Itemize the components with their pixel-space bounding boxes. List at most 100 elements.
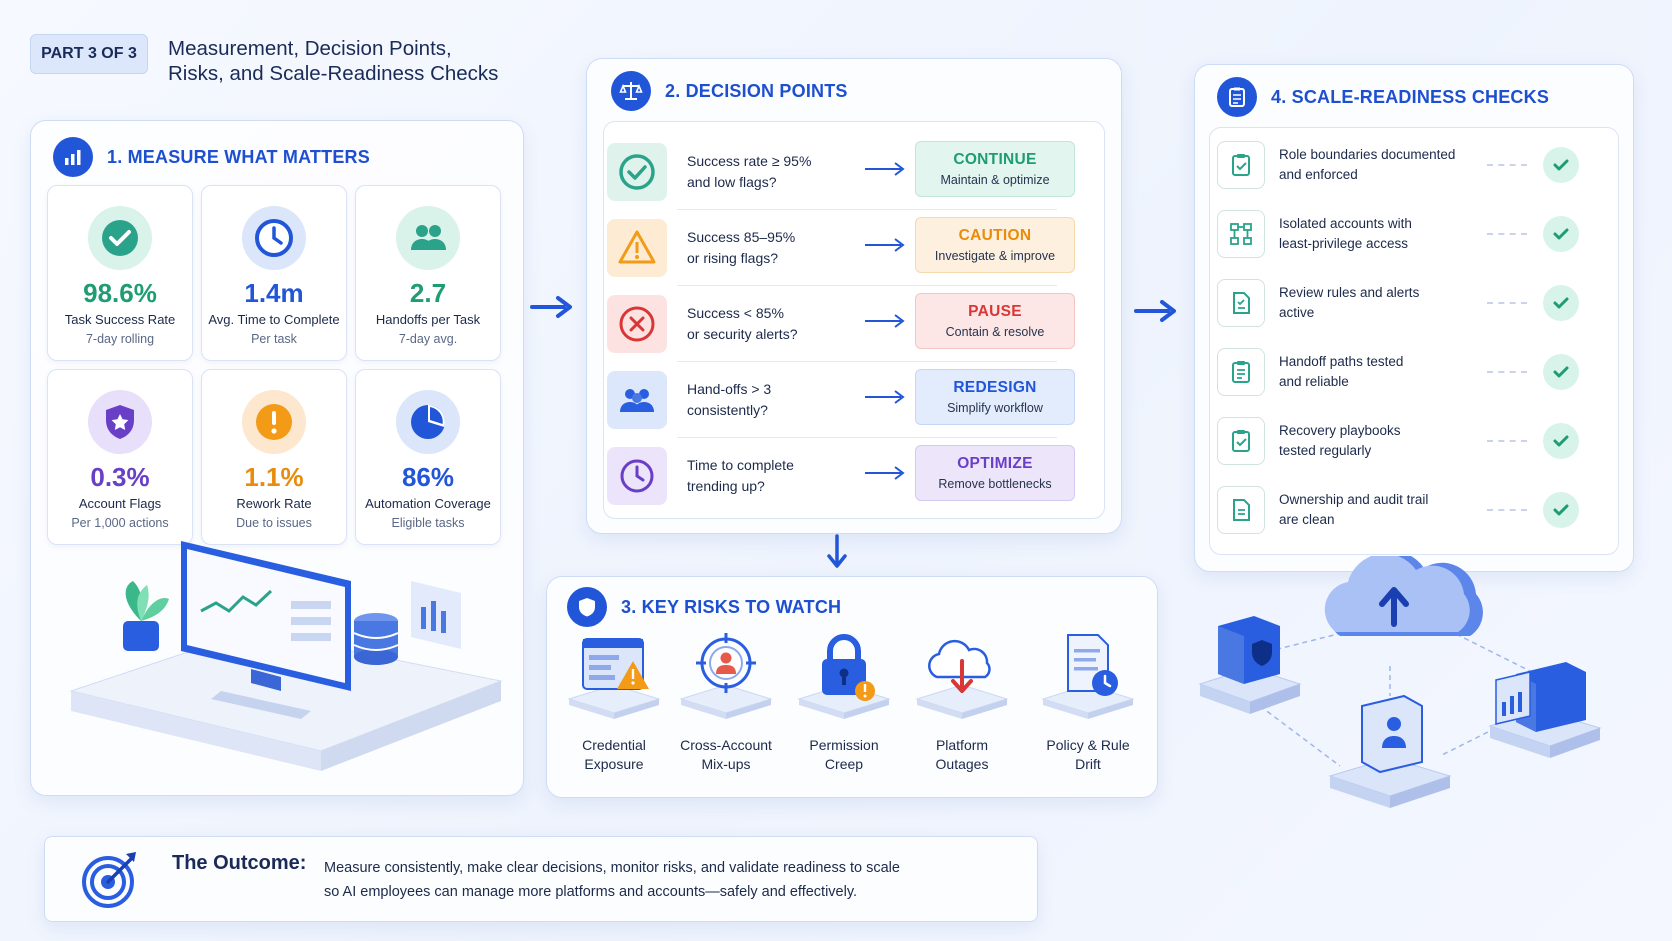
condition-line-2: and low flags? [687, 174, 777, 190]
users-icon [607, 371, 667, 429]
risks-title: 3. KEY RISKS TO WATCH [567, 587, 841, 627]
metric-label: Task Success Rate [64, 312, 176, 327]
check-item: Review rules and alerts active [1217, 273, 1609, 335]
check-text-line-1: Review rules and alerts [1279, 285, 1420, 300]
decision-row-continue: Success rate ≥ 95%and low flags? CONTINU… [605, 137, 1079, 209]
flow-arrow-down [827, 534, 847, 568]
arrow-right-icon [865, 314, 905, 328]
condition-line-2: consistently? [687, 402, 768, 418]
dashed-connector [1487, 302, 1527, 304]
checkmark-icon [1543, 492, 1579, 528]
condition-line-2: trending up? [687, 478, 765, 494]
arrow-right-icon [865, 466, 905, 480]
warning-icon [607, 219, 667, 277]
divider [677, 209, 1057, 210]
outcome-banner [44, 836, 1038, 922]
check-text-line-2: and reliable [1279, 374, 1349, 389]
metric-sub: Eligible tasks [391, 516, 465, 530]
shield-check-icon [88, 390, 152, 454]
metric-sub: 7-day rolling [85, 332, 155, 346]
decision-title-text: 2. DECISION POINTS [665, 80, 848, 101]
decision-outcome-redesign: REDESIGN Simplify workflow [915, 369, 1075, 425]
outcome-title: The Outcome: [172, 852, 307, 874]
checkmark-icon [1543, 216, 1579, 252]
outcome-desc: Simplify workflow [947, 401, 1043, 415]
measure-panel: 1. MEASURE WHAT MATTERS 98.6% Task Succe… [30, 120, 524, 796]
decision-row-pause: Success < 85%or security alerts? PAUSE C… [605, 289, 1079, 361]
clock-icon [607, 447, 667, 505]
check-text-line-2: active [1279, 305, 1315, 320]
document-clock-icon [1041, 634, 1135, 719]
document-icon [1217, 486, 1265, 534]
metric-card-handoffs: 2.7 Handoffs per Task 7-day avg. [355, 185, 501, 361]
checks-title: 4. SCALE-READINESS CHECKS [1217, 77, 1549, 117]
dashed-connector [1487, 440, 1527, 442]
flow-arrow-right [530, 296, 572, 318]
condition-line-1: Time to complete [687, 457, 794, 473]
checks-list [1209, 127, 1619, 555]
risks-title-text: 3. KEY RISKS TO WATCH [621, 596, 842, 617]
part-badge: PART 3 OF 3 [30, 34, 148, 74]
outcome-line-2: so AI employees can manage more platform… [324, 884, 858, 900]
cloud-down-icon [915, 639, 1009, 719]
bar-chart-icon [53, 137, 93, 177]
network-accounts-icon [1217, 210, 1265, 258]
metric-sub: Per 1,000 actions [71, 516, 169, 530]
outcome-desc: Maintain & optimize [940, 173, 1050, 187]
lock-warning-icon [797, 634, 891, 719]
monitor-illustration [69, 541, 503, 771]
outcome-text: Measure consistently, make clear decisio… [324, 856, 900, 904]
page-title-line-1: Measurement, Decision Points, [168, 37, 452, 60]
x-circle-icon [607, 295, 667, 353]
divider [677, 437, 1057, 438]
metric-card-avg-time: 1.4m Avg. Time to Complete Per task [201, 185, 347, 361]
check-text-line-2: and enforced [1279, 167, 1358, 182]
clipboard-icon [1217, 77, 1257, 117]
decision-outcome-continue: CONTINUE Maintain & optimize [915, 141, 1075, 197]
outcome-desc: Contain & resolve [945, 325, 1045, 339]
checks-title-text: 4. SCALE-READINESS CHECKS [1271, 86, 1550, 107]
condition-line-1: Success 85–95% [687, 229, 796, 245]
condition-line-2: or rising flags? [687, 250, 779, 266]
decision-condition: Time to complete trending up? [687, 455, 857, 497]
decision-row-caution: Success 85–95%or rising flags? CAUTION I… [605, 213, 1079, 285]
check-text-line-1: Recovery playbooks [1279, 423, 1401, 438]
check-text: Review rules and alerts active [1279, 283, 1479, 323]
metric-value: 2.7 [409, 278, 447, 308]
browser-warning-icon [567, 638, 661, 719]
decision-outcome-pause: PAUSE Contain & resolve [915, 293, 1075, 349]
metric-sub: Per task [251, 332, 297, 346]
decision-panel: 2. DECISION POINTS Success rate ≥ 95%and… [586, 58, 1122, 534]
risk-label-line-2: Creep [824, 756, 864, 772]
metric-sub: Due to issues [236, 516, 312, 530]
checkmark-icon [1543, 354, 1579, 390]
dashed-connector [1487, 509, 1527, 511]
dashed-connector [1487, 371, 1527, 373]
metric-label: Rework Rate [236, 496, 312, 511]
metric-label: Account Flags [78, 496, 162, 511]
pie-chart-icon [396, 390, 460, 454]
metric-card-rework: 1.1% Rework Rate Due to issues [201, 369, 347, 545]
checkmark-icon [1543, 147, 1579, 183]
metric-value: 86% [401, 462, 455, 492]
clipboard-check-icon [1217, 417, 1265, 465]
document-rules-icon [1217, 279, 1265, 327]
check-text-line-1: Ownership and audit trail [1279, 492, 1429, 507]
risk-label-line-2: Outages [935, 756, 989, 772]
dashed-connector [1487, 233, 1527, 235]
users-icon [396, 206, 460, 270]
risk-label-line-2: Exposure [584, 756, 644, 772]
